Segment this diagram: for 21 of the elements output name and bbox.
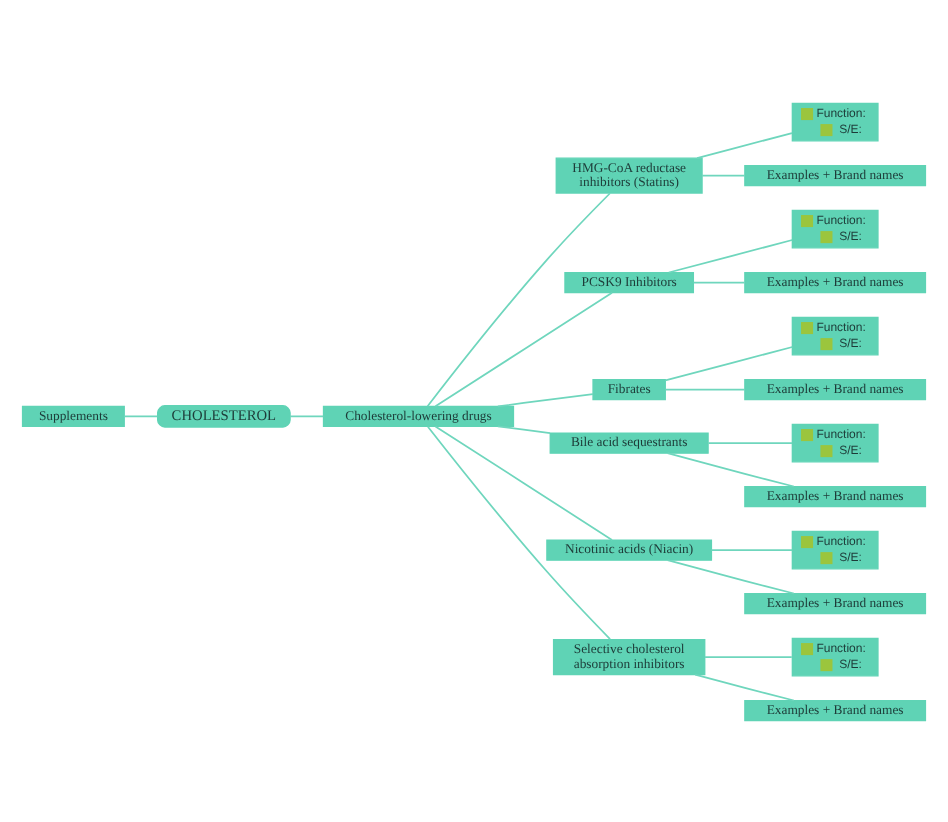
connector xyxy=(426,191,611,407)
connector xyxy=(664,345,794,381)
connector xyxy=(704,655,793,657)
connector xyxy=(289,414,325,417)
connector xyxy=(123,414,159,417)
connector xyxy=(694,672,795,701)
connector xyxy=(701,173,746,176)
connector xyxy=(710,548,794,550)
node-box: CHOLESTEROL xyxy=(157,403,291,427)
connector xyxy=(497,424,551,433)
connector xyxy=(427,424,611,639)
connector xyxy=(434,424,613,540)
connector xyxy=(664,387,746,390)
connector xyxy=(707,441,793,443)
connector xyxy=(692,280,746,283)
connector xyxy=(497,392,594,407)
connector xyxy=(667,238,794,273)
connector xyxy=(696,131,793,158)
connector xyxy=(666,451,795,487)
connector xyxy=(666,558,795,594)
connector xyxy=(434,290,613,407)
